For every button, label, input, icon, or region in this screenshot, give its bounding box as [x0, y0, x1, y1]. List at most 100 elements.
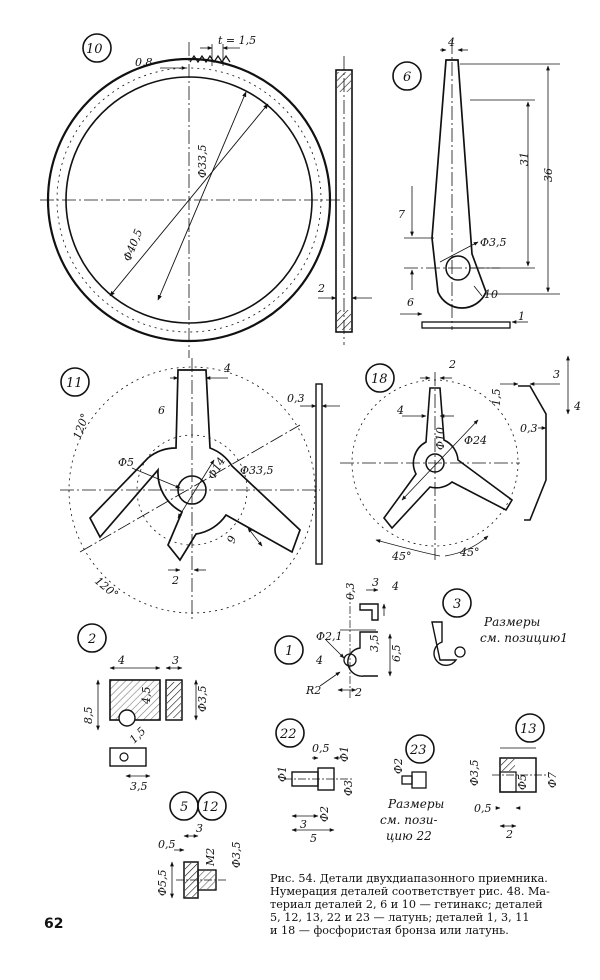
dim-10-t: t = 1,5 [218, 34, 256, 47]
dim-10-2: 2 [317, 282, 325, 295]
part-10 [40, 33, 372, 358]
dim-18-24: Φ24 [464, 434, 487, 447]
label-part-23: 23 [409, 743, 427, 758]
caption-line-4: 5, 12, 13, 22 и 23 — латунь; деталей 1, … [270, 911, 530, 924]
part-2 [77, 623, 198, 778]
dim-1-2: 2 [354, 686, 362, 699]
dim-10-335: Φ33,5 [196, 144, 209, 178]
dim-1-4: 4 [391, 580, 399, 593]
part-1-labels: 1 0,3 3 4 Φ2,1 4 3,5 6,5 R2 2 [285, 576, 403, 699]
dim-6-36: 36 [542, 168, 555, 182]
caption-line-3: териал деталей 2, 6 и 10 — гетинакс; дет… [270, 898, 543, 911]
dim-22-5: 5 [310, 832, 317, 845]
dim-2-35: Φ3,5 [196, 685, 209, 712]
label-part-11: 11 [66, 376, 83, 391]
dim-11-120a: 120° [71, 412, 92, 441]
dim-5-55: Φ5,5 [156, 869, 169, 896]
dim-6-7: 7 [398, 208, 405, 221]
part-22-labels: 22 0,5 Φ1 Φ1 Φ3 Φ2 3 5 [276, 727, 355, 845]
dim-1-65: 6,5 [390, 645, 403, 663]
dim-22-2: Φ2 [318, 806, 331, 822]
dim-11-2: 2 [171, 574, 179, 587]
note-see-pos22-line2: см. пози- [380, 813, 438, 827]
caption-line-1: Рис. 54. Детали двухдиапазонного приемни… [270, 872, 548, 885]
dim-1-03: 0,3 [344, 583, 357, 601]
dim-2-3: 3 [172, 654, 179, 667]
dim-5-3: 3 [196, 822, 203, 835]
dim-11-03: 0,3 [287, 392, 305, 405]
dim-13-05: 0,5 [474, 802, 492, 815]
dim-2-45: 4,5 [140, 687, 153, 706]
dim-1-4b: 4 [315, 654, 323, 667]
part-23-labels: 23 Φ2 Размеры см. пози- цию 22 [380, 743, 444, 843]
part-5-12 [169, 791, 227, 899]
dim-11-9: 9 [225, 534, 240, 545]
dim-18-03: 0,3 [520, 422, 538, 435]
dim-1-21: Φ2,1 [316, 630, 343, 643]
dim-22-1b: Φ1 [338, 746, 351, 762]
dim-13-5: Φ5 [516, 774, 529, 790]
dim-5-m2: M2 [204, 848, 217, 867]
dim-22-1a: Φ1 [276, 766, 289, 782]
part-3-labels: 3 Размеры см. позицию1 [453, 597, 568, 645]
dim-22-05: 0,5 [312, 742, 330, 755]
dim-11-4: 4 [223, 362, 231, 375]
dim-10-08: 0,8 [135, 56, 153, 69]
dim-6-31: 31 [518, 152, 531, 166]
dim-18-15: 1,5 [490, 389, 503, 407]
caption-line-2: Нумерация деталей соответствует рис. 48.… [270, 885, 550, 898]
dim-11-120b: 120° [92, 574, 121, 601]
page-number: 62 [44, 916, 64, 932]
dim-22-3: Φ3 [342, 780, 355, 796]
dim-5-35: Φ3,5 [230, 841, 243, 868]
dim-18-45a: 45° [391, 550, 412, 563]
note-see-pos1-line1: Размеры [483, 615, 540, 629]
part-23 [401, 734, 435, 789]
dim-2-335: 3,5 [130, 780, 148, 793]
dim-11-6: 6 [158, 404, 165, 417]
dim-2-15: 1,5 [127, 725, 149, 747]
dim-6-6: 6 [407, 296, 414, 309]
label-part-1: 1 [285, 644, 293, 659]
part-1 [274, 588, 392, 700]
dim-13-35: Φ3,5 [468, 759, 481, 786]
label-part-18: 18 [371, 372, 388, 387]
dim-18-2: 2 [448, 358, 456, 371]
dim-13-2: 2 [505, 828, 513, 841]
dim-6-35: Φ3,5 [480, 236, 507, 249]
dim-18-4b: 4 [573, 400, 581, 413]
part-10-labels: 10 t = 1,5 0,8 Φ33,5 Φ40,5 2 [86, 34, 325, 295]
dim-6-1: 1 [518, 310, 525, 323]
dim-18-4: 4 [396, 404, 404, 417]
dim-2-85: 8,5 [82, 707, 95, 725]
dim-23-2: Φ2 [392, 758, 405, 774]
note-see-pos22-line1: Размеры [387, 797, 444, 811]
dim-11-335: Φ33,5 [240, 464, 274, 477]
dim-18-45b: 45° [459, 546, 480, 559]
part-13-labels: 13 Φ3,5 Φ5 Φ7 0,5 2 [468, 722, 559, 841]
part-11 [60, 358, 340, 620]
label-part-6: 6 [403, 70, 411, 85]
dim-13-7: Φ7 [546, 772, 559, 788]
label-part-12: 12 [202, 800, 219, 815]
dim-18-3: 3 [553, 368, 560, 381]
part-18-labels: 18 2 4 Φ10 Φ24 45° 45° 3 1,5 4 0,3 [371, 358, 581, 563]
part-22 [275, 718, 352, 832]
note-see-pos22-line3: цию 22 [386, 829, 432, 843]
dim-1-3: 3 [372, 576, 379, 589]
part-13 [492, 713, 548, 828]
part-6-labels: 6 4 31 36 7 Φ3,5 10 6 1 [398, 36, 555, 323]
dim-1-r2: R2 [305, 684, 321, 697]
part-5-12-labels: 5 12 3 0,5 M2 Φ3,5 Φ5,5 [156, 800, 243, 896]
label-part-2: 2 [87, 632, 96, 647]
caption-line-5: и 18 — фосфористая бронза или латунь. [270, 924, 509, 937]
label-part-3: 3 [453, 597, 461, 612]
label-part-13: 13 [520, 722, 537, 737]
part-18 [340, 355, 570, 560]
dim-5-05: 0,5 [158, 838, 176, 851]
dim-2-4: 4 [117, 654, 125, 667]
note-see-pos1-line2: см. позицию1 [480, 631, 568, 645]
part-11-labels: 11 4 0,3 6 120° 120° Φ5 Φ14 Φ33,5 9 2 [66, 362, 305, 601]
